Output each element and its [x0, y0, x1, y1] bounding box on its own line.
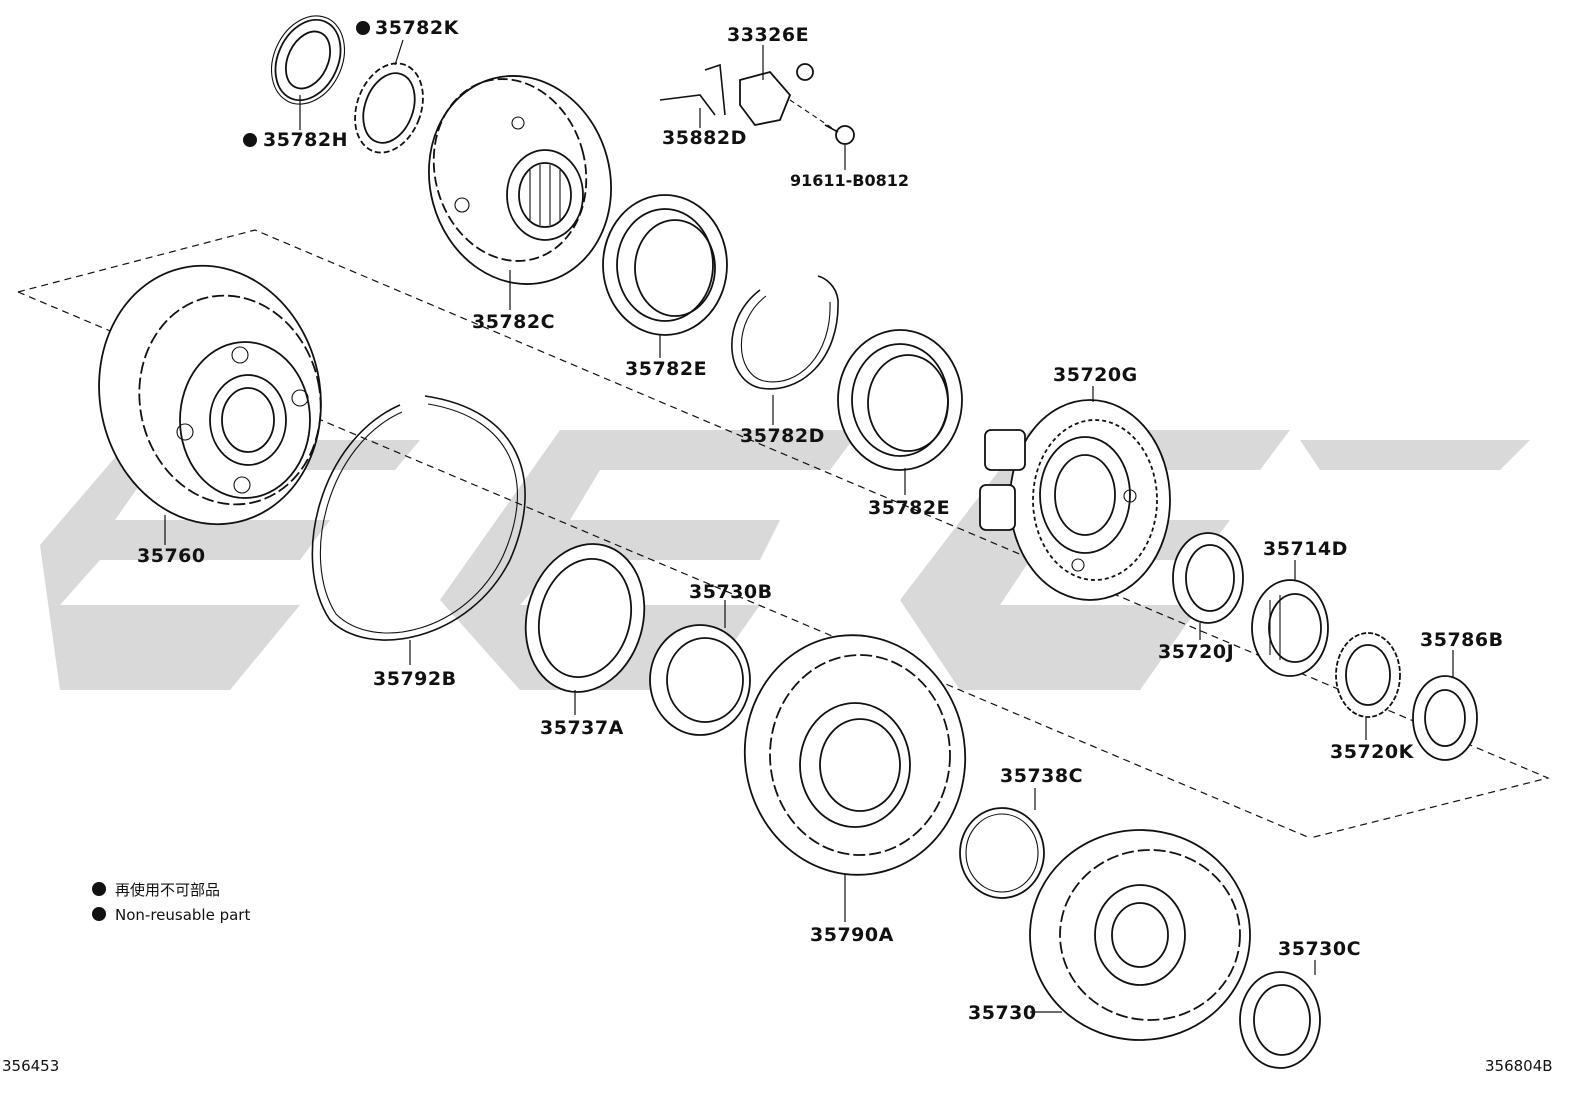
bearing-35782E-top-drawing	[602, 194, 728, 336]
seal-35730C-drawing	[1239, 971, 1321, 1069]
legend-jp: 再使用不可部品	[115, 881, 220, 899]
label-35714D: 35714D	[1263, 538, 1348, 560]
label-35786B: 35786B	[1420, 629, 1504, 651]
snap-ring-35792B-drawing	[311, 395, 526, 641]
lock-washer-35782K-drawing	[354, 62, 424, 154]
ref-number-left: 356453	[2, 1057, 59, 1075]
bearing-35714D-drawing	[1251, 579, 1329, 677]
leader-lines	[164, 39, 1454, 1013]
legend-marker-jp	[92, 882, 106, 896]
bearing-35782E-mid-drawing	[837, 329, 963, 471]
gear-35730-drawing	[1029, 829, 1251, 1041]
plate-35737A-drawing	[524, 543, 646, 693]
label-35720G: 35720G	[1053, 364, 1138, 386]
drum-35760-drawing	[98, 264, 322, 526]
label-35792B: 35792B	[373, 668, 457, 690]
label-35720K: 35720K	[1330, 741, 1415, 763]
legend: 再使用不可部品 Non-reusable part	[92, 881, 250, 924]
label-35790A: 35790A	[810, 924, 894, 946]
planetary-35720G-drawing	[979, 399, 1171, 601]
label-35738C: 35738C	[1000, 765, 1083, 787]
ref-number-right: 356804B	[1485, 1057, 1553, 1075]
label-35782E-mid: 35782E	[868, 497, 950, 519]
drum-35782C-drawing	[428, 75, 612, 285]
ring-35738C-drawing	[959, 807, 1045, 899]
label-91611-B0812: 91611-B0812	[790, 171, 909, 190]
bracket-33326E-drawing	[659, 63, 855, 145]
gear-35790A-drawing	[743, 634, 967, 876]
washer-35786B-drawing	[1412, 675, 1478, 761]
label-35782D: 35782D	[740, 425, 825, 447]
seal-35730B-drawing	[649, 624, 751, 736]
nut-35782H-drawing	[271, 15, 345, 105]
snap-ring-35782D-drawing	[731, 275, 839, 390]
bearing-35720K-drawing	[1335, 632, 1401, 718]
legend-marker-en	[92, 907, 106, 921]
label-35760: 35760	[137, 545, 206, 567]
non-reusable-marker-35782K	[356, 21, 370, 35]
label-35782C: 35782C	[472, 311, 555, 333]
label-33326E: 33326E	[727, 24, 809, 46]
label-35730C: 35730C	[1278, 938, 1361, 960]
legend-en: Non-reusable part	[115, 906, 250, 924]
label-35782E-top: 35782E	[625, 358, 707, 380]
label-35782H: 35782H	[263, 129, 348, 151]
non-reusable-marker-35782H	[243, 133, 257, 147]
label-35737A: 35737A	[540, 717, 624, 739]
label-35882D: 35882D	[662, 127, 747, 149]
label-35720J: 35720J	[1158, 641, 1234, 663]
label-35730: 35730	[968, 1002, 1037, 1024]
label-35730B: 35730B	[689, 581, 773, 603]
washer-35720J-drawing	[1172, 532, 1244, 624]
assembly-boundary	[17, 229, 1550, 839]
label-35782K: 35782K	[375, 17, 460, 39]
